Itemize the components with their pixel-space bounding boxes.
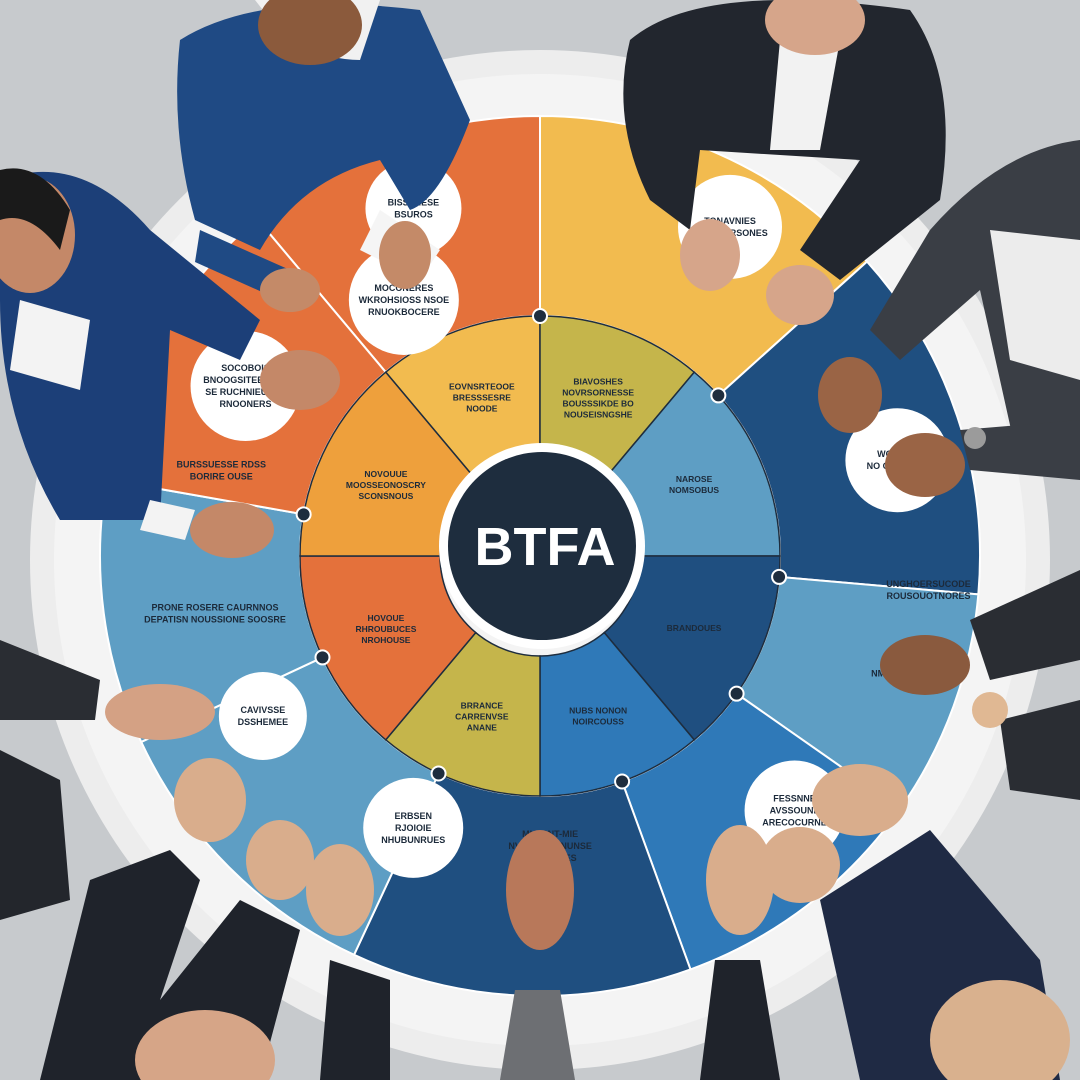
person-top-left	[177, 0, 470, 312]
inner-label-line: NAROSE	[676, 474, 713, 484]
inner-label-line: NOUSEISNGSHE	[564, 409, 633, 419]
center-badge	[448, 452, 636, 640]
inner-label-line: MOOSSEONOSCRY	[346, 480, 426, 490]
inner-label-line: NROHOUSE	[361, 635, 410, 645]
person-left-lower	[0, 640, 215, 920]
outer-label-line: NHUBUNRUES	[381, 835, 445, 845]
outer-label-line: RNUOKBOCERE	[368, 307, 440, 317]
outer-label: SOCOBOIS BNOOGSITEERESE SE RUCHNIEURSE RNOO…	[203, 363, 288, 409]
inner-label: BRANDOUES	[667, 623, 722, 633]
outer-label: BURSSUESSE RDSS BORIRE OUSE	[176, 460, 266, 482]
outer-label-line: CAVIVSSE	[240, 705, 285, 715]
inner-label-line: EOVNSRTEOOE	[449, 381, 515, 391]
outer-label-line: RJOIOIE	[395, 823, 432, 833]
inner-label-line: BRESSSESRE	[453, 392, 511, 402]
outer-label-line: DSSHEMEE	[238, 717, 289, 727]
person-left	[0, 168, 340, 558]
label-bubble	[218, 672, 307, 760]
inner-label-line: NOVOUUE	[364, 469, 407, 479]
inner-segment	[299, 555, 477, 741]
inner-label-line: RHROUBUCES	[355, 624, 416, 634]
outer-label: ERBSEN RJOIOIE NHUBUNRUES	[381, 811, 445, 845]
connector-dot	[314, 649, 331, 666]
inner-label-line: NOODE	[466, 403, 498, 413]
person-right	[818, 140, 1080, 497]
label-bubble	[348, 244, 459, 355]
outer-label: FESSNNE AVSSOUNE ARECOCURNE	[762, 794, 827, 828]
center-label: BTFA	[475, 517, 616, 577]
inner-label-line: BRANDOUES	[667, 623, 722, 633]
outer-label-line: BNOOGSITEERESE	[203, 375, 288, 385]
person-bottom-center	[500, 830, 575, 1080]
outer-label-line: PRONE ROSERE CAURNNOS	[152, 602, 279, 612]
outer-label-line: FESSNNE	[773, 794, 816, 804]
outer-label-line: SE RUCHNIEURSE	[205, 387, 286, 397]
outer-label-line: BURSSUESSE RDSS	[176, 460, 266, 470]
outer-label-line: WKROHSIOSS NSOE	[359, 295, 450, 305]
inner-label-line: NUBS NONON	[569, 706, 627, 716]
connector-dot	[614, 773, 631, 790]
outer-label-line: ARECOCURNE	[762, 818, 827, 828]
outer-label-line: ROUSOUOTNORES	[887, 591, 971, 601]
inner-segment-ring	[295, 308, 788, 797]
label-bubble	[363, 777, 464, 878]
inner-label-line: BOUSSSIKDE BO	[562, 398, 634, 408]
inner-label-line: CARRENVSE	[455, 712, 509, 722]
inner-label-line: SCONSNOUS	[359, 491, 414, 501]
inner-label-line: NOIRCOUSS	[572, 717, 624, 727]
connector-dot	[771, 568, 788, 585]
outer-label-line: DEPATISN NOUSSIONE SOOSRE	[144, 614, 286, 624]
connector-dot	[710, 387, 727, 404]
inner-label-line: NOVRSORNESSE	[562, 387, 634, 397]
inner-label-line: NOMSOBUS	[669, 485, 719, 495]
outer-label: UNGHOERSUCODE ROUSOUOTNORES	[886, 579, 971, 601]
inner-label-line: BRRANCE	[461, 701, 504, 711]
outer-label: PRONE ROSERE CAURNNOS DEPATISN NOUSSIONE …	[144, 602, 286, 624]
person-top-right	[623, 0, 946, 325]
outer-label-line: TONAVNIES	[704, 216, 756, 226]
outer-label-line: AVSSOUNE	[770, 806, 820, 816]
outer-label-line: ERBSEN	[394, 811, 432, 821]
outer-label-line: BORIRE OUSE	[190, 472, 253, 482]
connector-dot	[430, 765, 447, 782]
outer-label-line: SOCOBOIS	[221, 363, 270, 373]
outer-label: CAVIVSSE DSSHEMEE	[238, 705, 289, 727]
person-bottom-right	[700, 764, 1070, 1080]
connector-dot	[532, 308, 548, 324]
connector-dot	[728, 685, 745, 702]
outer-label-line: UNGHOERSUCODE	[886, 579, 971, 589]
connector-dot	[295, 506, 312, 523]
inner-label-line: HOVOUE	[368, 613, 405, 623]
outer-label-line: BSUROS	[394, 209, 433, 219]
inner-label-line: ANANE	[467, 723, 498, 733]
inner-label-line: BIAVOSHES	[573, 376, 623, 386]
person-right-lower	[880, 570, 1080, 800]
person-bottom-left	[40, 758, 390, 1080]
outer-label-line: RNOONERS	[220, 399, 272, 409]
